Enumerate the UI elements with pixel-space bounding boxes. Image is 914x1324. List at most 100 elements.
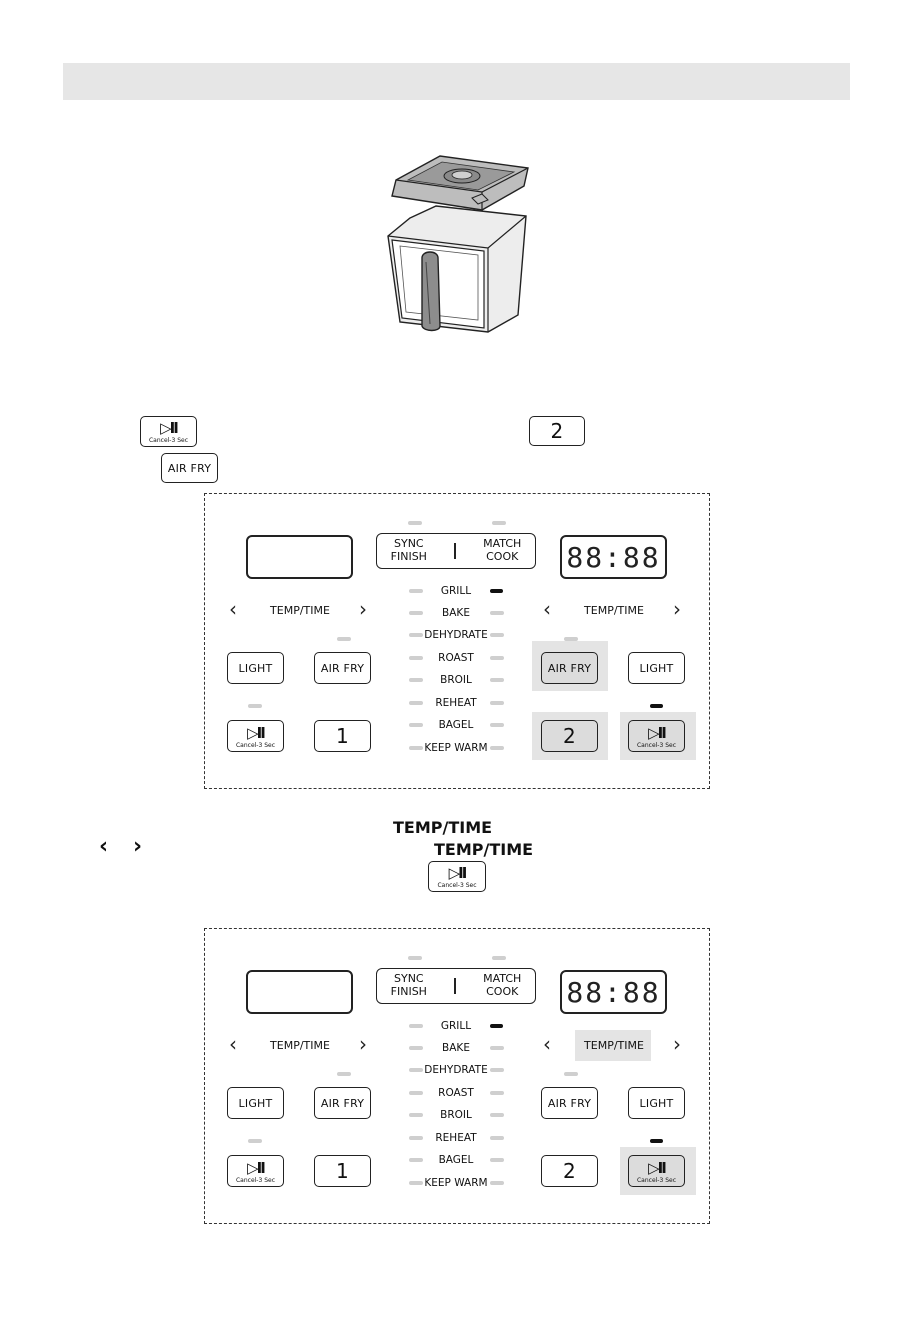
led-reheat-z1 [409,701,423,705]
led-roast-z1 [409,1091,423,1095]
temp-time-label-zone-2: TEMP/TIME [584,1038,644,1052]
led-bake-z1 [409,1046,423,1050]
zone-2-button[interactable]: 2 [541,720,598,752]
led-bake-z1 [409,611,423,615]
chevron-right-icon[interactable]: › [359,597,367,621]
air-fryer-basket-illustration [387,155,529,333]
mode-grill: GRILL [440,585,472,597]
chevron-left-icon[interactable]: ‹ [543,1032,551,1056]
chevron-left-icon[interactable]: ‹ [543,597,551,621]
temp-time-label-zone-2: TEMP/TIME [584,603,644,617]
led-grill-z1 [409,1024,423,1028]
zone-1-display [246,970,353,1014]
zone-2-button[interactable]: 2 [541,1155,598,1187]
chevron-left-icon[interactable]: ‹ [229,1032,237,1056]
air-fry-button-zone-2[interactable]: AIR FRY [541,652,598,684]
zone-1-button[interactable]: 1 [314,1155,371,1187]
led-broil-z1 [409,678,423,682]
mode-broil: BROIL [440,1109,472,1121]
air-fry-button-zone-2[interactable]: AIR FRY [541,1087,598,1119]
led-sync-finish [408,521,422,525]
chevron-right-icon[interactable]: › [359,1032,367,1056]
led-match-cook [492,521,506,525]
led-bagel-z2 [490,723,504,727]
mode-reheat: REHEAT [435,1132,477,1144]
start-pause-button-icon: ▷II Cancel-3 Sec [140,416,197,447]
led-keep-warm-z1 [409,1181,423,1185]
mode-keep-warm: KEEP WARM [424,742,488,754]
sync-match-buttons[interactable]: SYNC FINISH MATCH COOK [376,968,536,1004]
mode-broil: BROIL [440,674,472,686]
zone-1-button[interactable]: 1 [314,720,371,752]
divider [454,543,456,559]
led-reheat-z2 [490,701,504,705]
mode-grill: GRILL [440,1020,472,1032]
mode-roast: ROAST [438,1087,474,1099]
led-bake-z2 [490,1046,504,1050]
air-fry-button-zone-1[interactable]: AIR FRY [314,1087,371,1119]
led-roast-z2 [490,1091,504,1095]
match-cook-label[interactable]: MATCH COOK [483,972,522,998]
sync-match-buttons[interactable]: SYNC FINISH MATCH COOK [376,533,536,569]
led-air-fry-z1 [337,1072,351,1076]
led-dehydrate-z2 [490,1068,504,1072]
led-air-fry-z2 [564,1072,578,1076]
led-start-z2 [650,1139,663,1143]
light-button-zone-2[interactable]: LIGHT [628,652,685,684]
led-bagel-z1 [409,1158,423,1162]
led-start-z1 [248,1139,262,1143]
mode-bagel: BAGEL [438,719,474,731]
led-dehydrate-z1 [409,1068,423,1072]
air-fry-button-zone-1[interactable]: AIR FRY [314,652,371,684]
mode-bagel: BAGEL [438,1154,474,1166]
led-grill-z1 [409,589,423,593]
led-broil-z2 [490,678,504,682]
sync-finish-label[interactable]: SYNC FINISH [390,972,427,998]
led-keep-warm-z2 [490,1181,504,1185]
led-dehydrate-z1 [409,633,423,637]
led-keep-warm-z2 [490,746,504,750]
zone-2-button-icon: 2 [529,416,585,446]
control-panel-1 [204,493,710,789]
temp-time-callout-1: TEMP/TIME [393,818,493,837]
chevron-left-icon[interactable]: ‹ [229,597,237,621]
mode-reheat: REHEAT [435,697,477,709]
led-sync-finish [408,956,422,960]
zone-2-display: 88:88 [560,970,667,1014]
led-grill-z2 [490,1024,503,1028]
chevron-left-icon: ‹ [99,834,109,859]
led-start-z1 [248,704,262,708]
chevron-right-icon: › [133,834,143,859]
temp-time-label-zone-1: TEMP/TIME [270,603,330,617]
sync-finish-label[interactable]: SYNC FINISH [390,537,427,563]
highlight-temp-time [575,1030,651,1061]
chevron-right-icon[interactable]: › [673,1032,681,1056]
temp-time-label-zone-1: TEMP/TIME [270,1038,330,1052]
mode-dehydrate: DEHYDRATE [424,1064,488,1076]
zone-1-display [246,535,353,579]
led-broil-z2 [490,1113,504,1117]
led-bagel-z1 [409,723,423,727]
light-button-zone-1[interactable]: LIGHT [227,652,284,684]
led-bagel-z2 [490,1158,504,1162]
led-roast-z1 [409,656,423,660]
zone-2-display: 88:88 [560,535,667,579]
mode-bake: BAKE [442,607,470,619]
led-reheat-z2 [490,1136,504,1140]
match-cook-label[interactable]: MATCH COOK [483,537,522,563]
led-air-fry-z2 [564,637,578,641]
led-bake-z2 [490,611,504,615]
led-air-fry-z1 [337,637,351,641]
led-match-cook [492,956,506,960]
light-button-zone-2[interactable]: LIGHT [628,1087,685,1119]
light-button-zone-1[interactable]: LIGHT [227,1087,284,1119]
chevron-right-icon[interactable]: › [673,597,681,621]
led-broil-z1 [409,1113,423,1117]
led-roast-z2 [490,656,504,660]
divider [454,978,456,994]
